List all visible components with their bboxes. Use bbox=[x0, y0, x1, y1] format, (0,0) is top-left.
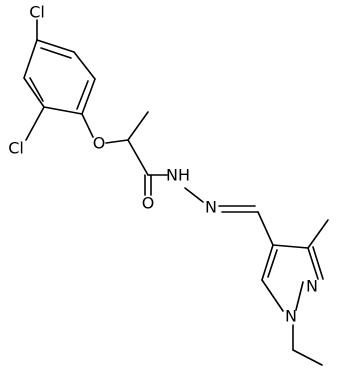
bond bbox=[23, 39, 38, 79]
atom-label-cl-left: Cl bbox=[8, 139, 24, 158]
atom-label-o-ether: O bbox=[93, 134, 106, 153]
bond bbox=[40, 47, 72, 59]
bond bbox=[272, 244, 309, 249]
bond bbox=[184, 187, 204, 203]
bond bbox=[81, 113, 94, 138]
bond bbox=[25, 106, 45, 141]
bond bbox=[81, 78, 96, 115]
bond bbox=[312, 246, 324, 280]
atom-label-n-hydrazone: N bbox=[205, 198, 217, 217]
bond bbox=[292, 349, 323, 366]
bond bbox=[29, 77, 44, 102]
atom-label-o-carbonyl: O bbox=[142, 194, 155, 213]
atom-label-cl-top: Cl bbox=[29, 3, 45, 22]
atom-label-n-pyrazole-2: N bbox=[306, 277, 318, 296]
bond bbox=[257, 211, 274, 246]
bond bbox=[127, 139, 149, 176]
bond bbox=[307, 219, 329, 249]
bond bbox=[36, 39, 75, 53]
bond bbox=[267, 249, 278, 278]
bond bbox=[76, 80, 89, 110]
bond bbox=[261, 244, 274, 281]
bond bbox=[23, 77, 45, 108]
bond bbox=[295, 281, 304, 311]
bond bbox=[261, 279, 284, 312]
bond bbox=[43, 106, 83, 115]
atom-label-n-pyrazole-1: N bbox=[285, 307, 297, 326]
bond bbox=[73, 51, 96, 80]
bond bbox=[127, 111, 149, 141]
atom-label-nh: NH bbox=[166, 166, 190, 185]
bond bbox=[105, 139, 129, 144]
bond bbox=[307, 247, 319, 280]
